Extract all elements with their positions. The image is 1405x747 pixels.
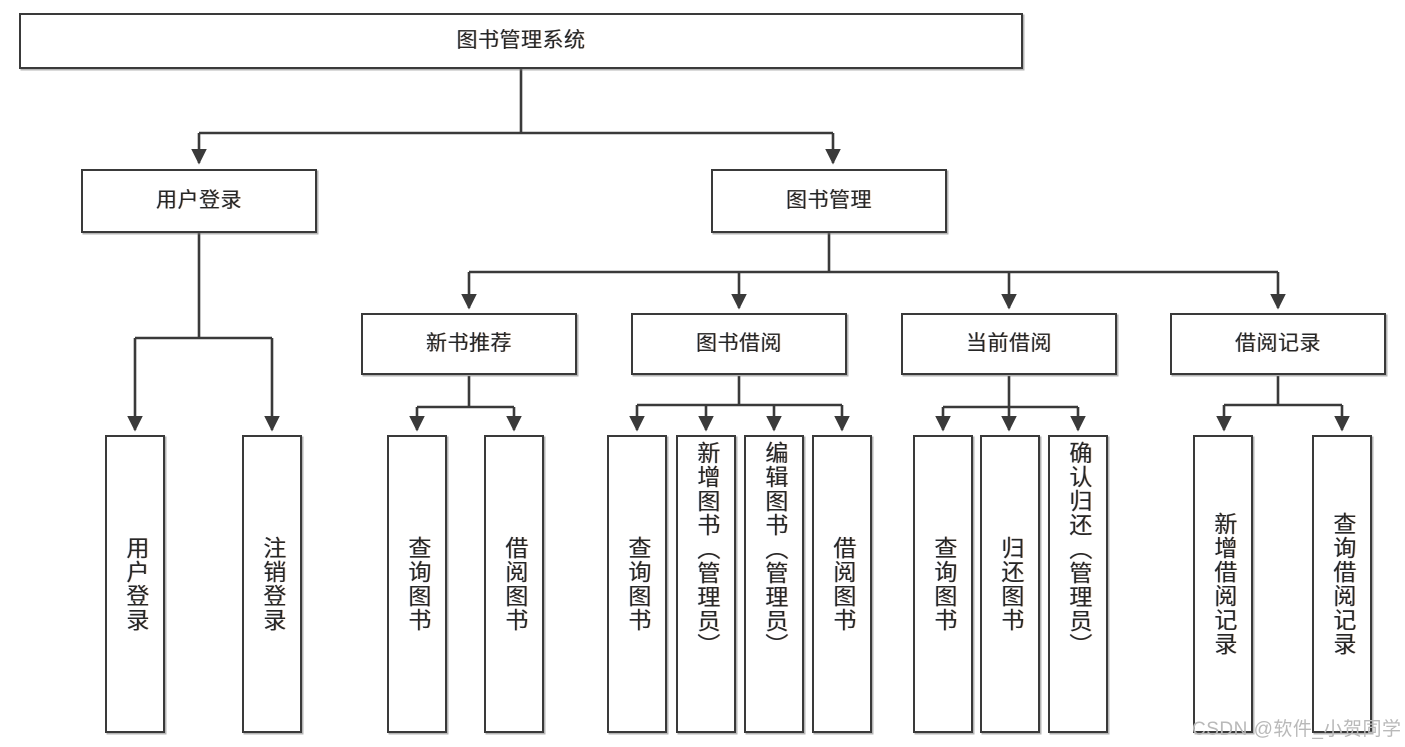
node-book-borrow[interactable]: 图书借阅 <box>631 313 847 375</box>
leaf-book-borrow-borrow[interactable]: 借阅图书 <box>812 435 872 733</box>
leaf-label: 用户登录 <box>122 536 149 632</box>
leaf-new-book-query[interactable]: 查询图书 <box>387 435 447 733</box>
node-book-management-label: 图书管理 <box>786 189 872 213</box>
node-root-label: 图书管理系统 <box>456 29 586 53</box>
node-borrow-record-label: 借阅记录 <box>1235 332 1321 356</box>
leaf-new-book-borrow[interactable]: 借阅图书 <box>484 435 544 733</box>
leaf-borrow-record-add[interactable]: 新增借阅记录 <box>1193 435 1253 733</box>
leaf-current-borrow-query[interactable]: 查询图书 <box>913 435 973 733</box>
node-new-book-recommend[interactable]: 新书推荐 <box>361 313 577 375</box>
leaf-label: 新增借阅记录 <box>1210 512 1237 656</box>
leaf-label: 查询借阅记录 <box>1329 512 1356 656</box>
leaf-label: 注销登录 <box>259 536 286 632</box>
leaf-label: 编辑图书（管理员） <box>761 441 788 657</box>
leaf-label: 借阅图书 <box>829 536 856 632</box>
leaf-user-login-login[interactable]: 用户登录 <box>105 435 165 733</box>
leaf-label: 查询图书 <box>930 536 957 632</box>
leaf-book-borrow-add[interactable]: 新增图书（管理员） <box>676 435 736 733</box>
leaf-label: 查询图书 <box>624 536 651 632</box>
leaf-current-borrow-confirm-return[interactable]: 确认归还（管理员） <box>1048 435 1108 733</box>
leaf-user-login-logout[interactable]: 注销登录 <box>242 435 302 733</box>
node-root[interactable]: 图书管理系统 <box>19 13 1023 69</box>
node-book-management[interactable]: 图书管理 <box>711 169 947 233</box>
csdn-watermark: CSDN @软件_小贺同学 <box>1192 719 1402 740</box>
node-user-login-label: 用户登录 <box>156 189 242 213</box>
node-user-login[interactable]: 用户登录 <box>81 169 317 233</box>
leaf-book-borrow-edit[interactable]: 编辑图书（管理员） <box>744 435 804 733</box>
node-current-borrow[interactable]: 当前借阅 <box>901 313 1117 375</box>
leaf-label: 归还图书 <box>997 536 1024 632</box>
node-borrow-record[interactable]: 借阅记录 <box>1170 313 1386 375</box>
leaf-borrow-record-query[interactable]: 查询借阅记录 <box>1312 435 1372 733</box>
leaf-book-borrow-query[interactable]: 查询图书 <box>607 435 667 733</box>
node-book-borrow-label: 图书借阅 <box>696 332 782 356</box>
leaf-current-borrow-return[interactable]: 归还图书 <box>980 435 1040 733</box>
leaf-label: 借阅图书 <box>501 536 528 632</box>
leaf-label: 新增图书（管理员） <box>693 441 720 657</box>
node-new-book-recommend-label: 新书推荐 <box>426 332 512 356</box>
leaf-label: 查询图书 <box>404 536 431 632</box>
node-current-borrow-label: 当前借阅 <box>966 332 1052 356</box>
leaf-label: 确认归还（管理员） <box>1065 441 1092 657</box>
